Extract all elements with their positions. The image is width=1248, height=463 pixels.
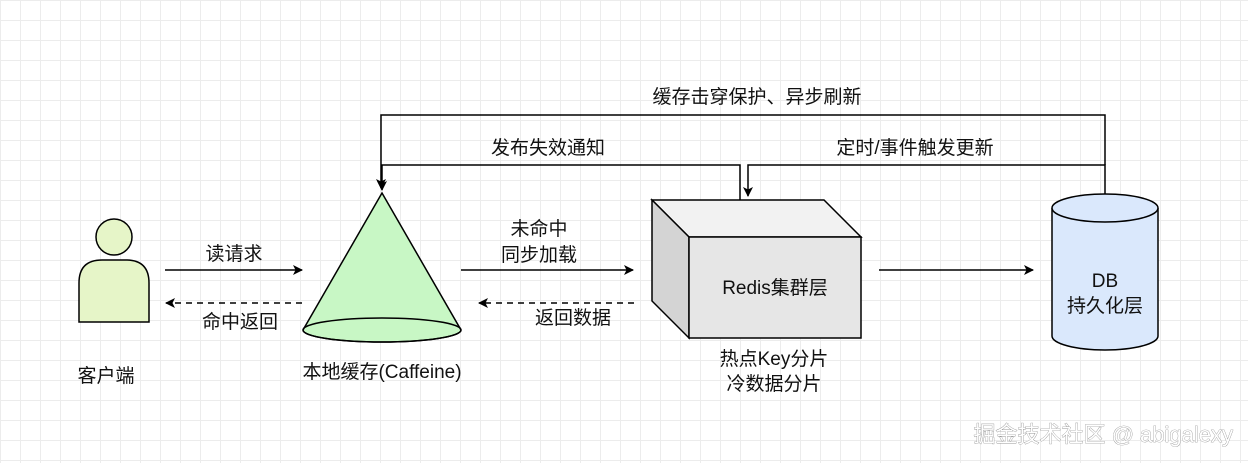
timed-event-update-label: 定时/事件触发更新 [836,137,993,159]
read-request-label: 读请求 [205,243,262,265]
miss-label: 未命中 [510,218,567,240]
local-cache-label: 本地缓存(Caffeine) [302,361,461,383]
watermark: 掘金技术社区 @ abigalexy [973,422,1233,447]
client-label: 客户端 [77,365,134,387]
redis-label: Redis集群层 [722,277,828,299]
db-sublabel: 持久化层 [1067,295,1143,317]
local-cache-cone-icon [302,191,462,343]
redis-note-hot-shard: 热点Key分片 [720,348,829,370]
breakdown-protection-label: 缓存击穿保护、异步刷新 [652,86,861,108]
publish-invalidation-arrow [377,164,741,200]
hit-return-label: 命中返回 [202,311,278,333]
db-label: DB [1092,271,1118,292]
db-cylinder-icon [1051,193,1159,351]
timed-event-update-arrow [743,164,1106,197]
publish-invalidation-label: 发布失效通知 [491,137,605,159]
redis-note-cold-shard: 冷数据分片 [726,373,821,395]
redis-cluster-cube [650,198,863,340]
return-data-label: 返回数据 [535,307,611,329]
sync-load-label: 同步加载 [501,244,577,266]
client-person-icon [78,218,150,323]
breakdown-protection-arrow [376,114,1106,189]
